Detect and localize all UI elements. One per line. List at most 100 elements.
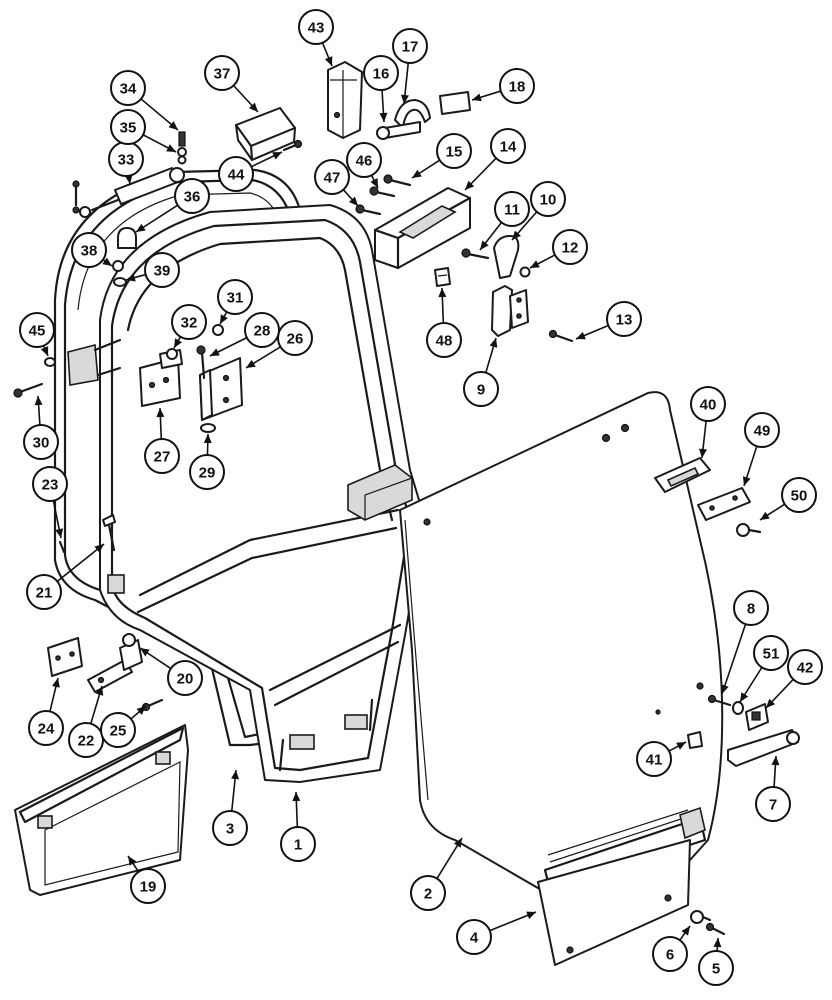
leader-arrowhead-39 <box>126 273 136 282</box>
leader-arrowhead-2 <box>453 838 462 848</box>
leader-arrowhead-44 <box>272 152 282 160</box>
callout-circle <box>463 371 499 407</box>
leader-arrowhead-27 <box>156 408 165 418</box>
callout-number: 40 <box>700 397 717 414</box>
callout-number: 51 <box>763 646 780 663</box>
callout-circle <box>110 70 146 106</box>
callout-19: 19 <box>130 868 166 904</box>
callout-26: 26 <box>277 320 313 356</box>
callout-number: 16 <box>373 66 390 83</box>
callout-circle <box>490 128 526 164</box>
leader-arrowhead-7 <box>771 756 780 766</box>
leader-arrowhead-10 <box>512 230 521 240</box>
callout-27: 27 <box>144 438 180 474</box>
screw-30 <box>13 357 56 398</box>
callout-47: 47 <box>314 159 350 195</box>
callout-circle <box>100 712 136 748</box>
leader-arrowhead-36 <box>136 223 146 232</box>
callout-circle <box>755 786 791 822</box>
callout-17: 17 <box>392 28 428 64</box>
callout-number: 50 <box>791 488 808 505</box>
leader-arrowhead-11 <box>480 240 489 250</box>
callout-20: 20 <box>167 660 203 696</box>
callout-16: 16 <box>363 55 399 91</box>
callout-circle <box>698 950 734 986</box>
leader-arrowhead-8 <box>721 684 729 694</box>
callout-30: 30 <box>23 424 59 460</box>
callout-10: 10 <box>530 181 566 217</box>
callout-number: 30 <box>33 435 50 452</box>
callout-number: 27 <box>154 449 171 466</box>
callout-8: 8 <box>733 590 769 626</box>
callout-number: 17 <box>402 39 419 56</box>
callout-circle <box>456 919 492 955</box>
callout-circle <box>144 438 180 474</box>
callout-number: 14 <box>500 139 517 156</box>
leader-arrowhead-6 <box>681 926 690 936</box>
callout-number: 21 <box>36 585 53 602</box>
callout-number: 5 <box>712 961 720 978</box>
callout-11: 11 <box>494 191 530 227</box>
leader-arrowhead-4 <box>526 911 536 920</box>
callout-circle <box>552 229 588 265</box>
callout-49: 49 <box>744 412 780 448</box>
callout-14: 14 <box>490 128 526 164</box>
leader-arrowhead-29 <box>203 434 212 444</box>
callout-number: 22 <box>78 733 95 750</box>
latch-block <box>373 187 472 270</box>
callout-9: 9 <box>463 371 499 407</box>
callout-44: 44 <box>218 156 254 192</box>
callout-number: 47 <box>324 170 341 187</box>
callout-13: 13 <box>606 301 642 337</box>
callout-33: 33 <box>108 141 144 177</box>
callout-number: 18 <box>509 79 526 96</box>
callout-45: 45 <box>19 312 55 348</box>
callout-34: 34 <box>110 70 146 106</box>
leader-arrowhead-28 <box>210 348 220 356</box>
callout-number: 49 <box>754 423 771 440</box>
callout-36: 36 <box>174 178 210 214</box>
callout-number: 19 <box>140 879 157 896</box>
callout-circle <box>436 133 472 169</box>
callout-37: 37 <box>204 55 240 91</box>
callout-number: 29 <box>199 465 216 482</box>
callout-circle <box>690 386 726 422</box>
pin-21 <box>58 514 116 554</box>
callout-circle <box>781 477 817 513</box>
callout-circle <box>426 322 462 358</box>
callout-number: 48 <box>436 333 453 350</box>
callout-number: 15 <box>446 144 463 161</box>
leader-arrowhead-48 <box>438 288 447 298</box>
leader-arrowhead-50 <box>760 511 770 520</box>
leader-arrowhead-22 <box>95 686 104 696</box>
callout-number: 41 <box>646 752 663 769</box>
callout-circle <box>530 181 566 217</box>
callout-circle <box>28 710 64 746</box>
callout-circle <box>636 741 672 777</box>
leader-arrowhead-49 <box>742 476 751 486</box>
callout-12: 12 <box>552 229 588 265</box>
callout-number: 10 <box>540 192 557 209</box>
storage-pocket <box>14 724 189 896</box>
gas-strut <box>72 167 185 218</box>
leader-arrowhead-47 <box>349 196 358 206</box>
leader-arrowhead-21 <box>94 544 104 553</box>
leader-arrowhead-20 <box>140 648 150 657</box>
leader-arrowhead-46 <box>370 178 378 188</box>
leader-arrowhead-14 <box>465 180 475 190</box>
callout-number: 36 <box>184 189 201 206</box>
leader-arrowhead-26 <box>246 359 256 368</box>
callout-circle <box>32 466 68 502</box>
callout-48: 48 <box>426 322 462 358</box>
leader-arrowhead-38 <box>102 257 112 266</box>
callout-number: 38 <box>81 243 98 260</box>
leader-arrowhead-3 <box>231 770 240 780</box>
callout-2: 2 <box>410 875 446 911</box>
leader-line-21 <box>56 543 105 583</box>
leader-arrowhead-17 <box>400 94 409 104</box>
callout-15: 15 <box>436 133 472 169</box>
bracket-43 <box>327 61 363 139</box>
callout-circle <box>23 424 59 460</box>
